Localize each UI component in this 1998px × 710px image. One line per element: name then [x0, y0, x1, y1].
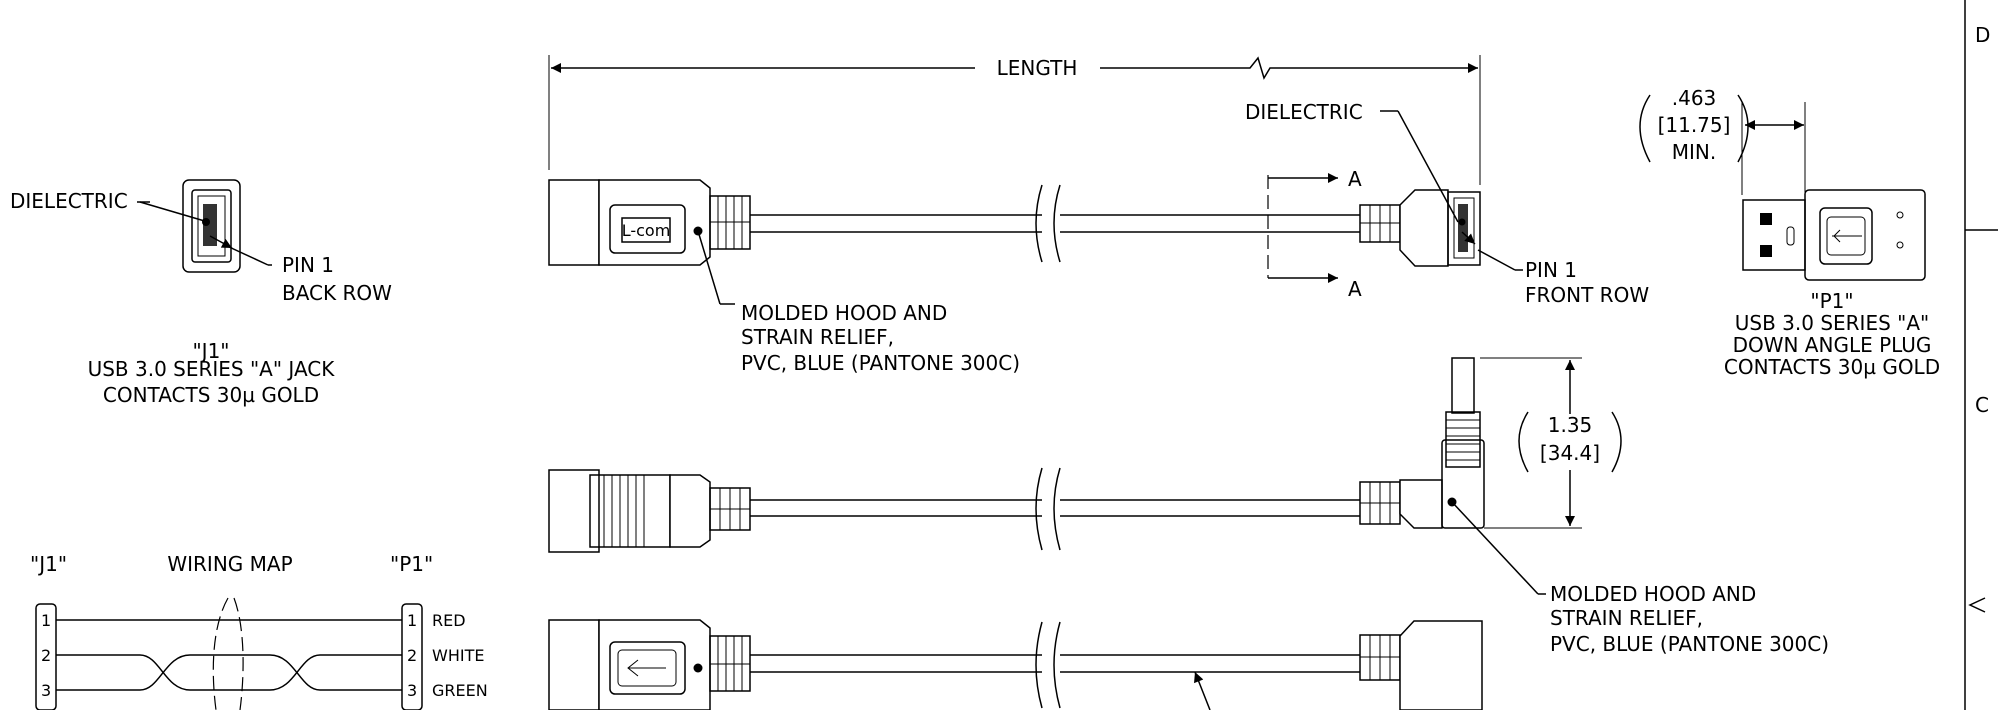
brand-logo: L-com	[622, 221, 671, 240]
dielectric-jack-label: DIELECTRIC	[10, 189, 128, 213]
j1-description-2: CONTACTS 30µ GOLD	[103, 383, 319, 407]
hood-top-line3: PVC, BLUE (PANTONE 300C)	[741, 351, 1020, 375]
min-dimension-metric: [11.75]	[1658, 113, 1731, 137]
min-dimension-label: MIN.	[1672, 140, 1716, 164]
wire-color-2: WHITE	[432, 646, 484, 665]
zone-label-d: D	[1975, 23, 1990, 47]
pin1-front-label: PIN 1	[1525, 258, 1577, 282]
back-row-label: BACK ROW	[282, 281, 392, 305]
wiring-map	[35, 597, 423, 710]
p1-description-2: DOWN ANGLE PLUG	[1733, 333, 1932, 357]
j1-description-1: USB 3.0 SERIES "A" JACK	[88, 357, 336, 381]
j1-ref: "J1"	[192, 339, 229, 363]
hood-bottom-line3: PVC, BLUE (PANTONE 300C)	[1550, 632, 1829, 656]
p1-plug-view	[1741, 102, 1926, 281]
height-dimension-metric: [34.4]	[1540, 441, 1600, 465]
wiring-right-pin-1: 1	[407, 611, 417, 630]
zone-label-c: C	[1975, 393, 1989, 417]
wire-color-1: RED	[432, 611, 466, 630]
wiring-right-pin-2: 2	[407, 646, 417, 665]
cable-assembly-top-view: L-com	[548, 173, 1481, 283]
min-dimension-value: .463	[1672, 86, 1717, 110]
p1-description-1: USB 3.0 SERIES "A"	[1735, 311, 1929, 335]
wiring-left-pin-3: 3	[41, 681, 51, 700]
wiring-left-pin-2: 2	[41, 646, 51, 665]
section-a-top: A	[1348, 167, 1362, 191]
dielectric-plug-label: DIELECTRIC	[1245, 100, 1363, 124]
pin1-back-label: PIN 1	[282, 253, 334, 277]
wire-color-3: GREEN	[432, 681, 488, 700]
p1-description-3: CONTACTS 30µ GOLD	[1724, 355, 1940, 379]
hood-top-line1: MOLDED HOOD AND	[741, 301, 947, 325]
section-a-bottom: A	[1348, 277, 1362, 301]
wiring-map-right-ref: "P1"	[390, 552, 433, 576]
length-dimension	[548, 55, 1481, 185]
p1-ref: "P1"	[1810, 289, 1853, 313]
wiring-map-title: WIRING MAP	[167, 552, 292, 576]
height-dimension-value: 1.35	[1548, 413, 1593, 437]
hood-bottom-line2: STRAIN RELIEF,	[1550, 606, 1703, 630]
cable-assembly-side-view	[548, 357, 1582, 553]
hood-bottom-line1: MOLDED HOOD AND	[1550, 582, 1756, 606]
wiring-map-left-ref: "J1"	[30, 552, 67, 576]
cable-assembly-bottom-view	[548, 619, 1483, 710]
drawing-border: D C	[1964, 0, 1998, 710]
wiring-right-pin-3: 3	[407, 681, 417, 700]
j1-jack-front-view	[139, 179, 272, 273]
hood-top-line2: STRAIN RELIEF,	[741, 325, 894, 349]
length-label: LENGTH	[997, 56, 1078, 80]
front-row-label: FRONT ROW	[1525, 283, 1649, 307]
wiring-left-pin-1: 1	[41, 611, 51, 630]
